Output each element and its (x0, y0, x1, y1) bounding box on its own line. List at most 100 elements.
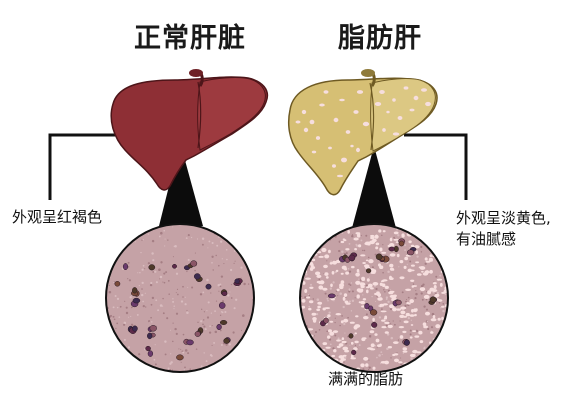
tissue-speckle (180, 361, 182, 363)
fat-globule (327, 335, 331, 339)
tissue-speckle (160, 231, 163, 235)
tissue-speckle (142, 264, 145, 267)
fat-spot (323, 90, 329, 94)
fat-globule (384, 321, 390, 325)
tissue-speckle (207, 301, 210, 304)
tissue-speckle (201, 237, 205, 240)
fat-globule (340, 320, 344, 324)
fat-globule (328, 249, 331, 254)
tissue-speckle (155, 281, 158, 284)
fat-globule (399, 335, 404, 339)
tissue-speckle (218, 264, 220, 267)
fat-globule (316, 274, 322, 278)
tissue-speckle (308, 305, 310, 308)
tissue-cell (395, 299, 402, 306)
tissue-speckle (225, 343, 228, 346)
tissue-speckle (439, 274, 442, 277)
tissue-speckle (414, 353, 416, 355)
tissue-cell (223, 337, 230, 344)
tissue-speckle (172, 226, 174, 228)
fat-globule (361, 276, 366, 281)
fat-globule (340, 240, 345, 244)
fat-spot (328, 146, 332, 150)
fat-globule (343, 267, 348, 271)
fat-spot (332, 164, 336, 168)
tissue-speckle (382, 271, 384, 274)
tissue-speckle (350, 310, 353, 312)
tissue-speckle (329, 343, 332, 346)
tissue-speckle (182, 296, 184, 298)
tissue-speckle (424, 262, 427, 265)
fat-globule (375, 242, 380, 246)
fat-globule (432, 282, 437, 285)
tissue-speckle (337, 295, 339, 297)
fat-globule (402, 350, 408, 353)
tissue-speckle (327, 353, 329, 355)
fat-globule (381, 319, 386, 322)
fat-globule (309, 286, 314, 289)
tissue-speckle (211, 344, 213, 346)
tissue-speckle (141, 288, 143, 290)
fat-globule (412, 349, 418, 354)
tissue-speckle (371, 266, 374, 269)
fat-globule (380, 310, 387, 313)
tissue-speckle (187, 258, 190, 261)
fat-spot (319, 103, 325, 107)
tissue-speckle (405, 300, 407, 303)
tissue-cell (193, 273, 201, 280)
tissue-speckle (196, 238, 199, 240)
tissue-speckle (423, 305, 426, 308)
tissue-speckle (240, 329, 243, 331)
tissue-speckle (415, 329, 418, 333)
tissue-cell (369, 309, 378, 316)
tissue-speckle (401, 291, 404, 294)
fat-globule (372, 238, 377, 243)
tissue-speckle (385, 298, 388, 300)
tissue-speckle (410, 357, 413, 360)
tissue-speckle (185, 237, 188, 240)
fat-globule (365, 363, 369, 367)
tissue-speckle (150, 316, 152, 319)
tissue-speckle (169, 368, 171, 371)
tissue-speckle (172, 300, 175, 303)
tissue-speckle (221, 300, 225, 303)
fat-spot (303, 127, 309, 133)
fat-globule (370, 234, 375, 238)
tissue-speckle (166, 317, 169, 320)
tissue-cell (371, 321, 378, 328)
fat-globule (356, 233, 361, 238)
fat-globule (410, 269, 415, 272)
tissue-speckle (163, 272, 166, 275)
tissue-speckle (337, 337, 340, 340)
fat-globule (427, 290, 432, 295)
fat-globule (388, 291, 394, 295)
fat-spot (339, 98, 345, 102)
tissue-speckle (148, 320, 151, 322)
tissue-speckle (175, 292, 177, 294)
tissue-speckle (354, 297, 356, 299)
fat-globule (425, 311, 430, 316)
tissue-cell (327, 293, 336, 299)
tissue-speckle (200, 365, 203, 368)
tissue-speckle (203, 352, 205, 354)
fat-globule (379, 343, 382, 347)
tissue-speckle (165, 271, 168, 274)
fat-globule (335, 313, 342, 316)
fat-globule (430, 318, 437, 322)
tissue-speckle (220, 240, 223, 243)
fat-globule (389, 237, 393, 242)
tissue-cell (375, 253, 383, 261)
fat-globule (363, 316, 369, 320)
tissue-speckle (113, 318, 116, 321)
tissue-speckle (141, 293, 144, 297)
tissue-speckle (360, 234, 362, 237)
tissue-speckle (205, 360, 208, 363)
tissue-speckle (414, 297, 417, 300)
tissue-speckle (168, 293, 170, 295)
fat-globule (429, 341, 432, 345)
fat-globule (370, 343, 375, 348)
fat-globule (366, 278, 370, 282)
tissue-speckle (351, 235, 354, 238)
fat-globule (436, 278, 443, 281)
tissue-cell (176, 354, 184, 361)
